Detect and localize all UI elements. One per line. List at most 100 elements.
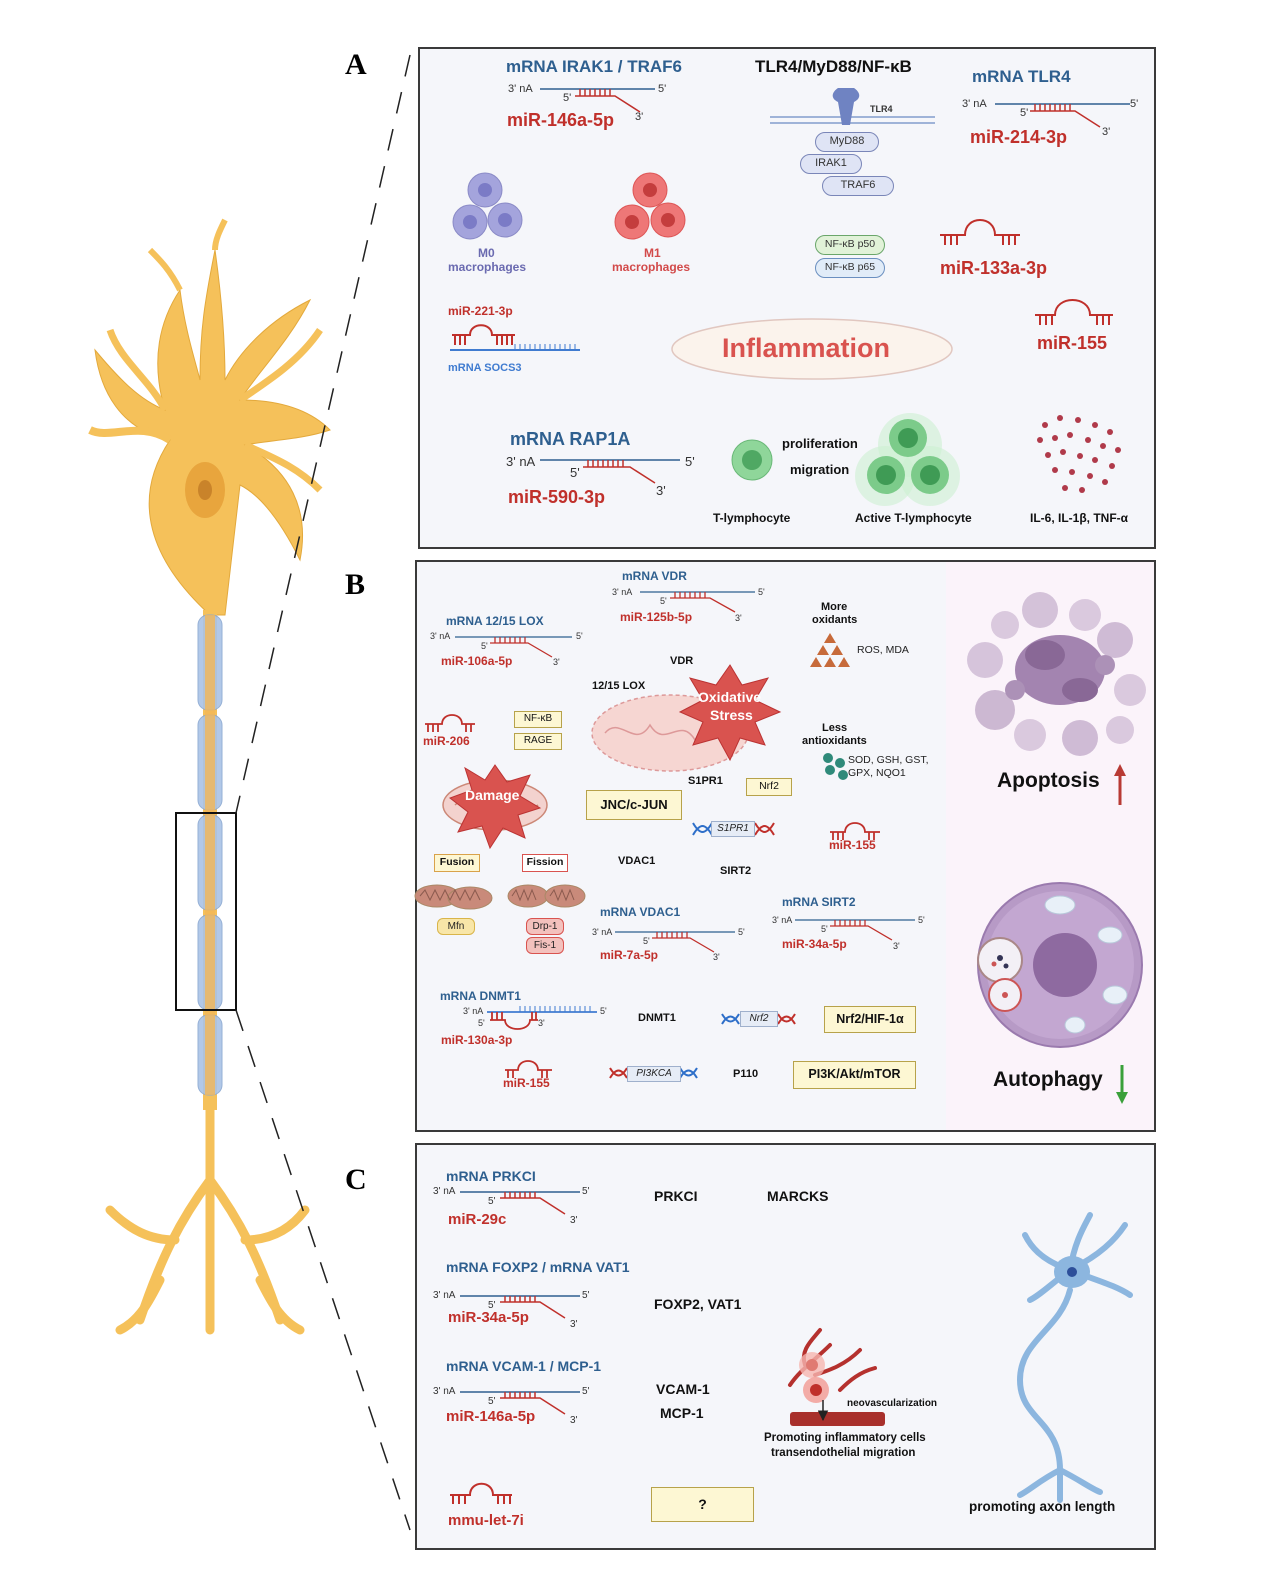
tlr4-pathway-title: TLR4/MyD88/NF-κB [755,57,912,76]
dnmt1-label: DNMT1 [638,1012,676,1024]
m0-macrophages [452,172,523,240]
apoptosis-label: Apoptosis [997,769,1100,792]
foxp-3end: 3' nA [433,1290,456,1301]
panel-a [418,47,1156,549]
panel-a-letter: A [345,48,367,81]
mrna-lox-title: mRNA 12/15 LOX [446,614,544,628]
vcam-3end: 3' nA [433,1386,456,1397]
cytokines-label: IL-6, IL-1β, TNF-α [1030,511,1129,525]
lox-label: 12/15 LOX [592,680,646,692]
mir-214-3p: miR-214-3p [970,127,1068,147]
oxidative-stress-star [678,664,782,762]
mir155-hairpin-a [1035,299,1113,325]
gpx-nqo1: GPX, NQO1 [848,767,906,779]
zoom-box [175,812,237,1011]
s1pr1-gene [692,822,775,836]
antioxidant-dots [823,753,848,780]
foxp-mir-3end: 3' [570,1319,578,1330]
fusion-mitochondria [414,884,493,910]
mir-155-a: miR-155 [1037,333,1108,353]
autophagy-cell [977,882,1143,1048]
tlr4-3end: 3' nA [962,98,987,110]
s1pr1-gene-box: S1PR1 [711,821,755,837]
neovascularization-vessel [788,1328,885,1426]
promoting-axon-length-label: promoting axon length [969,1499,1116,1514]
nfkb-p50-node: NF-κB p50 [815,235,885,255]
proliferation-label: proliferation [782,436,858,451]
vdac-5end: 5' [738,927,745,937]
neovascularization-label: neovascularization [847,1398,938,1409]
nrf2-hif-box: Nrf2/HIF-1α [824,1006,916,1033]
nfkb-p65-node: NF-κB p65 [815,258,885,278]
dnmt-5end: 5' [600,1006,607,1016]
sirt-mir-3end: 3' [893,941,900,951]
mir-590-3p: miR-590-3p [508,487,606,507]
tlr4-mir-3end: 3' [1102,126,1111,138]
nfkb-box: NF-κB [514,711,562,728]
drp1-box: Drp-1 [526,918,564,935]
vdr-3end: 3' nA [612,587,633,597]
promoting-inflammatory-label-1: Promoting inflammatory cells [764,1432,926,1444]
cytokine-dots [1037,415,1121,493]
mrna-vcam1-mcp1-title: mRNA VCAM-1 / MCP-1 [446,1358,602,1374]
mir133-hairpin [940,219,1020,245]
mrna-prkci-title: mRNA PRKCI [446,1168,536,1184]
panel-b-letter: B [345,568,366,601]
mrna-vdr-title: mRNA VDR [622,569,687,583]
irak-3end: 3' nA [508,83,533,95]
fission-box: Fission [522,854,568,872]
mir-206: miR-206 [423,734,470,748]
mir-146a-5p-c: miR-146a-5p [446,1408,536,1425]
foxp-5end: 5' [582,1290,590,1301]
mir-125b-5p: miR-125b-5p [620,610,693,624]
tlr4-5end: 5' [1130,98,1139,110]
damage-label: Damage [465,787,520,803]
vdac-mir-5end: 5' [643,936,650,946]
mir-29c: miR-29c [448,1211,507,1228]
mir-133a-3p: miR-133a-3p [940,258,1048,278]
vdr-mir-5end: 5' [660,596,667,606]
sirt-3end: 3' nA [772,915,793,925]
dnmt-mir-3end: 3' [538,1018,545,1028]
irak-traf6-title: mRNA IRAK1 / TRAF6 [506,57,682,76]
sirt2-label: SIRT2 [720,865,752,877]
mrna-rap1a-title: mRNA RAP1A [510,429,631,449]
nrf2-box: Nrf2 [746,778,792,796]
irak-mir-5end: 5' [563,92,572,104]
vdac-mir-3end: 3' [713,952,720,962]
irak-mir-3end: 3' [635,111,644,123]
myd88-node: MyD88 [815,132,879,152]
m0-macrophages-label: macrophages [448,260,527,274]
mmu-let-7i: mmu-let-7i [448,1512,524,1529]
lox-5end: 5' [576,631,583,641]
vdr-mir-3end: 3' [735,613,742,623]
vcam-mir-5end: 5' [488,1396,496,1407]
lox-mir-5end: 5' [481,641,488,651]
neuron-dendrites [88,218,331,616]
m0-label: M0 [478,246,495,260]
m1-macrophages [614,172,686,240]
inflammation-label: Inflammation [722,333,891,363]
oxidant-triangles [810,633,850,667]
vcam-mir-3end: 3' [570,1415,578,1426]
traf6-node: TRAF6 [822,176,894,196]
more-oxidants-1: More [821,601,848,613]
irak1-node: IRAK1 [800,154,862,174]
autophagy-label: Autophagy [993,1068,1103,1091]
sirt-5end: 5' [918,915,925,925]
mrna-sirt2-title: mRNA SIRT2 [782,895,856,909]
migration-label: migration [790,462,850,477]
prkci-5end: 5' [582,1186,590,1197]
vdr-5end: 5' [758,587,765,597]
blue-neuron [1016,1212,1133,1503]
rap-3end: 3' nA [506,454,536,469]
mrna-socs3: mRNA SOCS3 [448,362,522,374]
tlr4-mir-5end: 5' [1020,107,1029,119]
fis1-box: Fis-1 [526,937,564,954]
vdac1-label: VDAC1 [618,855,656,867]
active-t-lymphocyte-label: Active T-lymphocyte [855,511,972,525]
axon-terminal [105,1095,310,1335]
promoting-inflammatory-label-2: transendothelial migration [771,1447,916,1459]
